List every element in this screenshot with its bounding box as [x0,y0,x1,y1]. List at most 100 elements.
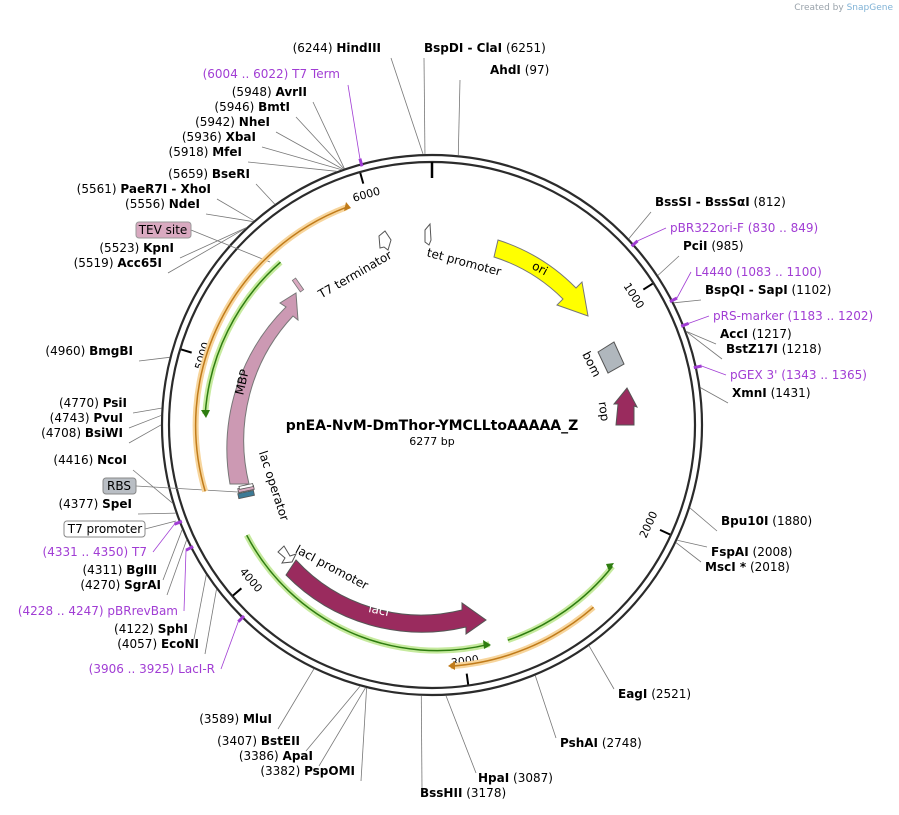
enzyme-name: ApaI [283,749,313,763]
primer-label: (6004 .. 6022) T7 Term [203,67,340,81]
enzyme-label: (5561) PaeR7I - XhoI [77,182,211,196]
primer-label: pGEX 3' (1343 .. 1365) [730,368,867,382]
enzyme-label: PciI (985) [683,239,744,253]
enzyme-position: (1880) [772,514,812,528]
enzyme-position: (4122) [114,622,158,636]
tet-promoter-label: tet promoter [425,246,502,279]
enzyme-name: NcoI [97,453,127,467]
enzyme-label: (4270) SgrAI [80,578,161,592]
enzyme-name: PvuI [93,411,123,425]
orf-arc-left-arrow [344,202,351,211]
enzyme-leader [673,299,702,304]
enzyme-name: SgrAI [124,578,161,592]
lac-operator-label: lac operator [256,449,292,523]
enzyme-leader [132,469,173,504]
primer-label: pRS-marker (1183 .. 1202) [713,309,873,323]
enzyme-label: Bpu10I (1880) [721,514,812,528]
enzyme-leader [420,695,423,789]
enzyme-leader [205,213,254,222]
enzyme-label: (4743) PvuI [50,411,123,425]
enzyme-leader [305,686,361,752]
enzyme-leader [204,589,217,655]
ori-label: ori [530,259,550,279]
enzyme-leader [167,227,246,274]
enzyme-label: (5556) NdeI [125,197,200,211]
snapgene-brand: SnapGene [846,3,893,13]
enzyme-name: PaeR7I - XhoI [120,182,211,196]
enzyme-leader [423,57,426,155]
enzyme-position: (1431) [771,386,811,400]
rbs-mark [238,483,254,490]
enzyme-leader [360,687,367,782]
tick-label-1000: 1000 [621,281,647,312]
orf-green-right [507,565,613,641]
enzyme-name: HpaI [478,771,509,785]
enzyme-position: (5523) [99,241,143,255]
enzyme-name: AccI [720,327,748,341]
enzyme-name: PspOMI [304,764,355,778]
enzyme-name: XbaI [226,130,256,144]
primer-range: (1183 .. 1202) [788,309,874,323]
primer-mark [185,545,194,552]
enzyme-label: MscI * (2018) [705,560,790,574]
orf-green-left-arrow [201,410,210,418]
enzyme-position: (985) [711,239,743,253]
enzyme-position: (2008) [753,545,793,559]
enzyme-leader [255,183,276,205]
tick-label-6000: 6000 [351,185,381,205]
tet-promoter-feature [424,222,432,246]
enzyme-name: NdeI [169,197,200,211]
enzyme-label: (5942) NheI [195,115,270,129]
enzyme-leader [588,645,615,690]
mbp-feature [226,292,299,485]
enzyme-leader [137,512,176,515]
enzyme-name: BmtI [258,100,290,114]
plasmid-size: 6277 bp [409,435,454,448]
enzyme-name: FspAI [711,545,749,559]
enzyme-label: BspQI - SapI (1102) [705,283,831,297]
primer-leader [220,621,239,670]
enzyme-label: (3589) MluI [199,712,272,726]
rop-label: rop [596,401,613,422]
enzyme-label: (4770) PsiI [59,396,127,410]
primer-range: (6004 .. 6022) [203,67,293,81]
enzyme-name: MfeI [212,145,242,159]
enzyme-position: (2748) [602,736,642,750]
primer-leader [676,271,692,299]
enzyme-label: (3386) ApaI [239,749,313,763]
primer-label: (3906 .. 3925) LacI-R [89,662,215,676]
enzyme-name: NheI [239,115,270,129]
enzyme-leader [457,79,461,156]
t7-terminator-label: T7 terminator [315,248,394,302]
primer-range: (4228 .. 4247) [18,604,108,618]
enzyme-position: (4057) [117,637,161,651]
enzyme-leader [162,529,183,581]
enzyme-name: SphI [158,622,188,636]
enzyme-position: (5936) [182,130,226,144]
primer-mark [630,239,639,248]
tick-1000 [642,282,654,291]
enzyme-name: Bpu10I [721,514,768,528]
enzyme-label: (4960) BmgBI [45,344,133,358]
enzyme-position: (97) [525,63,550,77]
rbs-label: RBS [107,479,131,493]
enzyme-label: EagI (2521) [618,687,691,701]
enzyme-leader [657,255,680,276]
enzyme-leader [128,415,162,429]
enzyme-label: PshAI (2748) [560,736,642,750]
snapgene-credit: Created by SnapGene [794,3,893,13]
box-leader [135,485,239,493]
orf-green-right-arrow [606,563,614,571]
primer-range: (1343 .. 1365) [781,368,867,382]
tick-2000 [659,528,671,536]
enzyme-leader [275,131,344,170]
orf-green-left [204,261,281,415]
enzyme-leader [677,539,708,548]
enzyme-name: AvrII [275,85,307,99]
laci-promoter-feature [277,545,297,564]
enzyme-position: (4708) [41,426,85,440]
enzyme-position: (5942) [195,115,239,129]
enzyme-name: SpeI [102,497,132,511]
enzyme-leader [261,146,342,171]
enzyme-name: BstEII [261,734,300,748]
